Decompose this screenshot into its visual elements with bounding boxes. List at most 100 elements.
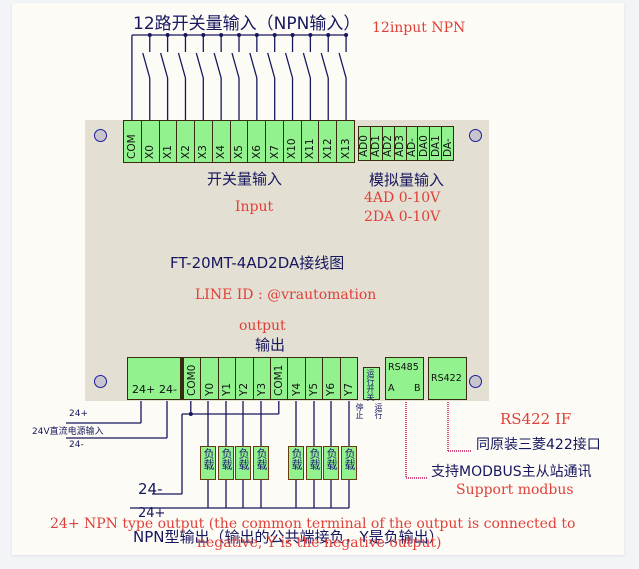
- analog-terminal-da1[interactable]: DA1: [429, 127, 442, 160]
- input-terminal-x5[interactable]: X5: [229, 121, 248, 162]
- input-terminal-x2[interactable]: X2: [176, 121, 194, 162]
- analog-terminal-label: DA0: [417, 135, 430, 157]
- run-switch-run-label: 运行: [374, 403, 383, 419]
- input-terminal-x0[interactable]: X0: [140, 121, 159, 162]
- input-terminal-label: X2: [179, 145, 192, 159]
- terminal-24minus: 24-: [159, 383, 177, 396]
- output-terminal-y6[interactable]: Y6: [322, 358, 339, 399]
- load-3: 负载: [253, 446, 269, 480]
- input-section-label-cn: 开关量输入: [207, 170, 283, 188]
- switch-blade: [213, 52, 222, 79]
- run-switch-label: 运行开关: [366, 369, 375, 401]
- input-terminal-label: X6: [250, 145, 263, 159]
- mount-hole-top-right: [469, 129, 482, 142]
- load-7: 负载: [341, 446, 357, 480]
- output-terminal-label: Y2: [238, 382, 251, 396]
- input-terminal-x12[interactable]: X12: [318, 121, 336, 162]
- input-terminal-x7[interactable]: X7: [265, 121, 283, 162]
- mount-hole-bottom-right: [469, 375, 482, 388]
- switch-blade: [302, 52, 312, 79]
- output-terminal-y1[interactable]: Y1: [217, 358, 235, 399]
- output-terminal-label: Y6: [325, 382, 338, 396]
- input-terminal-label: X10: [286, 138, 299, 159]
- input-section-label-en: Input: [235, 199, 274, 215]
- input-terminal-label: X13: [339, 138, 352, 159]
- input-terminal-x4[interactable]: X4: [211, 121, 230, 162]
- power-terminal-block: 24+ 24-: [127, 357, 181, 400]
- input-terminal-x10[interactable]: X10: [282, 121, 301, 162]
- output-terminal-com0[interactable]: COM0: [184, 358, 200, 399]
- analog-spec-da: 2DA 0-10V: [364, 209, 441, 225]
- rs485-label: RS485: [388, 362, 419, 373]
- input-terminal-label: X4: [215, 145, 228, 159]
- analog-terminal-ad0[interactable]: AD0: [358, 127, 370, 160]
- rs485-note-en: Support modbus: [456, 482, 574, 498]
- analog-terminal-da0[interactable]: DA0: [417, 127, 430, 160]
- input-terminal-x13[interactable]: X13: [336, 121, 354, 162]
- input-terminal-label: X1: [161, 145, 174, 159]
- output-terminal-label: Y1: [221, 382, 234, 396]
- load-4: 负载: [288, 446, 304, 480]
- input-terminal-x3[interactable]: X3: [194, 121, 212, 162]
- switch-blade: [231, 52, 240, 79]
- analog-section-label-cn: 模拟量输入: [369, 171, 445, 189]
- analog-terminal-ad3[interactable]: AD3: [393, 127, 407, 160]
- analog-terminal-ad1[interactable]: AD1: [369, 127, 382, 160]
- load-label: 负载: [237, 448, 250, 470]
- switch-blade: [267, 52, 276, 79]
- analog-terminal-ad2[interactable]: AD2: [381, 127, 395, 160]
- power-in-label: 24V直流电源输入: [32, 427, 104, 437]
- load-label: 负载: [220, 448, 233, 470]
- output-terminal-com1[interactable]: COM1: [270, 358, 287, 399]
- load-label: 负载: [308, 448, 321, 470]
- input-terminal-label: X12: [321, 138, 334, 159]
- load-0: 负载: [200, 446, 216, 480]
- run-switch[interactable]: 运行开关: [363, 367, 380, 401]
- output-terminal-label: Y4: [290, 382, 303, 396]
- load-2: 负载: [235, 446, 251, 480]
- output-terminal-y5[interactable]: Y5: [304, 358, 322, 399]
- analog-spec-ad: 4AD 0-10V: [364, 190, 441, 206]
- rs422-port[interactable]: RS422: [428, 357, 467, 400]
- bus-minus-label: 24-: [138, 480, 163, 498]
- switch-blade: [177, 52, 187, 79]
- output-footer-en-line1: 24+ NPN type output (the common terminal…: [50, 516, 576, 532]
- plc-board: [85, 120, 489, 401]
- switch-blade: [320, 52, 329, 79]
- terminal-24plus: 24+: [132, 383, 156, 396]
- output-terminal-label: Y0: [203, 382, 216, 396]
- output-terminal-label: Y5: [308, 382, 321, 396]
- load-label: 负载: [290, 448, 303, 470]
- input-heading-cn: 12路开关量输入（NPN输入）: [133, 14, 361, 34]
- analog-terminal-label: AD-: [405, 137, 418, 157]
- load-label: 负载: [343, 448, 356, 470]
- output-section-label-en: output: [239, 318, 286, 334]
- output-terminal-y0[interactable]: Y0: [200, 358, 217, 399]
- input-terminal-label: X7: [268, 145, 281, 159]
- load-label: 负载: [202, 448, 215, 470]
- diagram-title: FT-20MT-4AD2DA接线图: [170, 254, 345, 272]
- input-terminal-x6[interactable]: X6: [247, 121, 265, 162]
- output-terminal-y4[interactable]: Y4: [287, 358, 304, 399]
- analog-terminal-da[interactable]: DA-: [441, 127, 454, 160]
- com-junction: [188, 412, 193, 416]
- switch-blade: [159, 52, 169, 79]
- output-terminal-y7[interactable]: Y7: [339, 358, 357, 399]
- input-terminal-x11[interactable]: X11: [300, 121, 319, 162]
- input-terminal-x1[interactable]: X1: [158, 121, 177, 162]
- analog-terminal-label: AD2: [382, 135, 395, 157]
- output-terminal-y2[interactable]: Y2: [235, 358, 252, 399]
- input-terminal-label: X3: [197, 145, 210, 159]
- output-terminal-y3[interactable]: Y3: [252, 358, 270, 399]
- analog-terminal-label: DA-: [441, 138, 454, 157]
- switch-blade: [142, 52, 151, 79]
- output-terminal-label: COM1: [273, 364, 286, 396]
- input-terminal-com[interactable]: COM: [124, 121, 141, 162]
- analog-terminal-label: AD3: [394, 135, 407, 157]
- analog-terminal-ad[interactable]: AD-: [405, 127, 418, 160]
- rs485-port[interactable]: RS485 A B: [385, 357, 424, 400]
